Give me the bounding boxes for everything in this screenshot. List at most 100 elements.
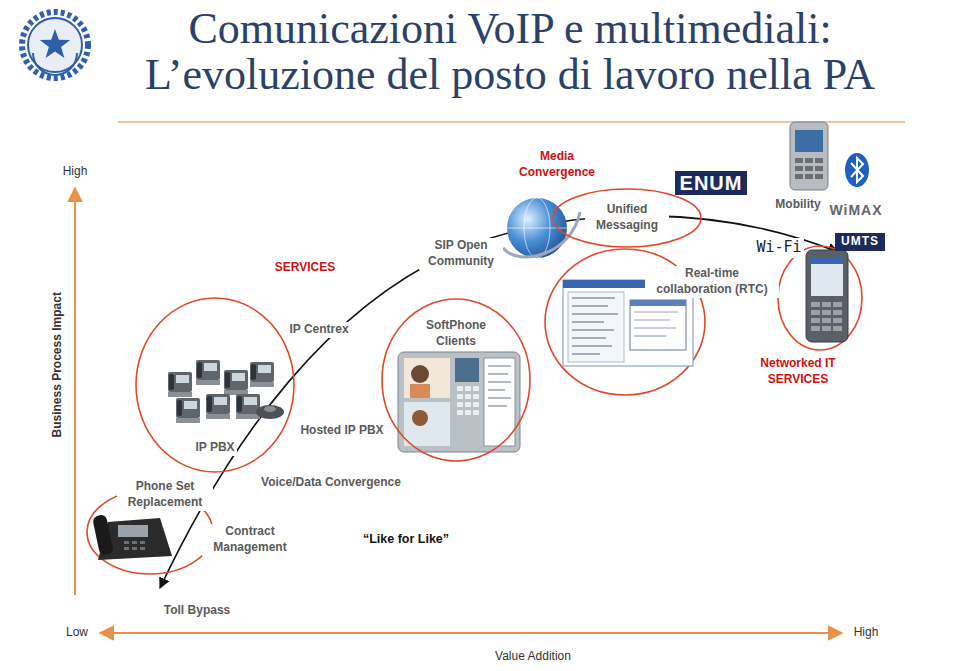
softphone-screenshot [398, 352, 520, 452]
ellipse-outline [136, 298, 294, 472]
header-rule [118, 122, 905, 123]
ip-phones [168, 372, 192, 397]
mobile-phone [790, 122, 828, 190]
softphone-screenshot [488, 365, 511, 367]
messenger-screenshot [572, 305, 608, 307]
softphone-screenshot [457, 410, 463, 415]
diagram-label: Networked IT SERVICES [749, 356, 848, 387]
diagram-label: Hosted IP PBX [298, 423, 385, 439]
softphone-screenshot [488, 405, 507, 407]
ellipse-outline [382, 299, 530, 461]
mobile-phone [815, 158, 823, 163]
softphone-screenshot [457, 402, 463, 407]
messenger-screenshot [572, 298, 618, 354]
messenger-screenshot [572, 337, 606, 339]
node-label: Unified Messaging [585, 202, 669, 233]
desk-phone [124, 541, 145, 550]
diagram-label: Real-time collaboration (RTC) [645, 266, 779, 297]
diagram-label: Phone Set Replacement [117, 479, 213, 510]
pda-device [833, 302, 842, 307]
diagram-label: WiMAX [827, 201, 884, 219]
softphone-screenshot [410, 384, 430, 398]
pda-device [822, 310, 831, 315]
bluetooth-icon [845, 153, 869, 187]
mobile-phone [805, 174, 813, 179]
diagram-label: Contract Management [202, 524, 298, 555]
softphone-screenshot [457, 394, 463, 399]
messenger-screenshot [634, 312, 678, 336]
pda-device [811, 302, 842, 331]
diagram-label: High [852, 625, 881, 641]
ip-phones [224, 370, 248, 395]
pda-device [822, 302, 831, 307]
node-label: IP PBX [193, 440, 236, 456]
messenger-screenshot [634, 335, 666, 336]
softphone-screenshot [488, 389, 505, 391]
softphone-screenshot [473, 410, 479, 415]
mobile-phone [815, 166, 823, 171]
mobile-phone [815, 174, 823, 179]
softphone-screenshot [457, 386, 479, 415]
messenger-screenshot [568, 292, 624, 362]
pda-device [833, 326, 842, 331]
ip-phones [264, 406, 276, 412]
diagram-label: IP Centrex [287, 322, 350, 338]
republic-emblem [22, 12, 88, 78]
desk-phone [118, 525, 148, 537]
messenger-screenshot [572, 345, 612, 347]
softphone-screenshot [473, 402, 479, 407]
softphone-screenshot [412, 410, 428, 426]
mobile-phone [805, 158, 813, 163]
ip-phones [196, 360, 220, 385]
diagram-label: UMTS [835, 233, 885, 251]
pda-device [811, 258, 843, 296]
republic-emblem [40, 29, 70, 58]
diagram-label: “Like for Like” [361, 531, 451, 547]
ip-phones [250, 362, 274, 387]
softphone-screenshot [488, 381, 511, 383]
desk-phone [124, 541, 129, 544]
horizontal-axis [100, 632, 842, 634]
ellipse-outline [553, 189, 701, 247]
node-label: SoftPhone Clients [414, 318, 498, 349]
softphone-screenshot [398, 352, 520, 452]
desk-phone [140, 541, 145, 544]
softphone-screenshot [465, 410, 471, 415]
desk-phone [124, 547, 129, 550]
ip-phones [168, 360, 284, 423]
softphone-screenshot [473, 394, 479, 399]
axis-title: Business Process Impact [50, 290, 66, 439]
mobile-phone [805, 166, 813, 171]
globe-icon [503, 212, 580, 257]
pda-device [822, 318, 831, 323]
pda-device [806, 250, 848, 342]
ip-phones [176, 398, 200, 423]
diagram-label: High [61, 164, 90, 180]
messenger-screenshot [634, 327, 676, 328]
diagram-label: Voice/Data Convergence [259, 475, 403, 491]
softphone-screenshot [465, 394, 471, 399]
messenger-screenshot [634, 319, 670, 320]
desk-phone [132, 541, 137, 544]
pda-device [811, 310, 820, 315]
pda-device [822, 326, 831, 331]
softphone-screenshot [488, 366, 511, 406]
softphone-screenshot [411, 365, 429, 383]
softphone-screenshot [465, 386, 471, 391]
messenger-screenshot [572, 297, 615, 299]
globe-icon [503, 198, 580, 258]
softphone-screenshot [404, 358, 450, 398]
diagram-label: Toll Bypass [162, 603, 232, 619]
ip-phones [206, 394, 230, 419]
messenger-screenshot [572, 321, 604, 323]
mobile-phone [795, 166, 803, 171]
diagram-label: SERVICES [273, 260, 337, 276]
messenger-screenshot [572, 313, 618, 315]
vertical-axis [74, 188, 76, 595]
pda-device [811, 302, 820, 307]
messenger-screenshot [572, 329, 614, 331]
republic-emblem [22, 12, 88, 78]
desk-phone [92, 514, 114, 556]
softphone-screenshot [404, 402, 450, 446]
diagram-label: Value Addition [493, 649, 573, 665]
